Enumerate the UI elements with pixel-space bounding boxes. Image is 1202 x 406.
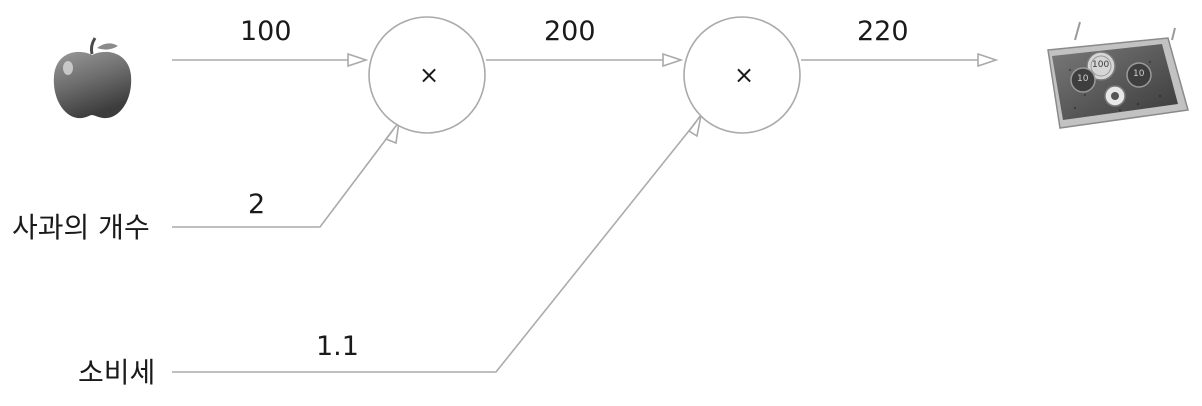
coin-10-left-label: 10 (1077, 74, 1089, 84)
multiply-node-1 (368, 16, 486, 134)
subtotal-value: 200 (544, 16, 596, 47)
total-value: 220 (857, 16, 909, 47)
multiply-1-operator: × (419, 61, 440, 89)
multiply-2-operator: × (734, 61, 755, 89)
tax-value: 1.1 (316, 331, 359, 362)
edge-apple-count (172, 119, 401, 228)
multiply-node-2 (683, 16, 801, 134)
coin-100 (1086, 51, 1116, 81)
apple-icon (53, 37, 132, 119)
edge-apple-price (172, 52, 369, 68)
apple-count-label: 사과의 개수 (12, 211, 150, 244)
apple-price-value: 100 (240, 16, 292, 47)
coin-10-left (1070, 67, 1096, 93)
edge-subtotal (486, 52, 684, 68)
edge-tax (172, 114, 702, 373)
coin-100-label: 100 (1092, 60, 1110, 70)
apple-count-value: 2 (248, 189, 266, 220)
coin-10-right-label: 10 (1133, 69, 1145, 79)
coin-10-right (1126, 62, 1152, 88)
edge-total (801, 52, 999, 68)
coin-tray-icon (1047, 21, 1189, 129)
tax-label: 소비세 (78, 356, 156, 389)
coin-small (1104, 85, 1126, 107)
